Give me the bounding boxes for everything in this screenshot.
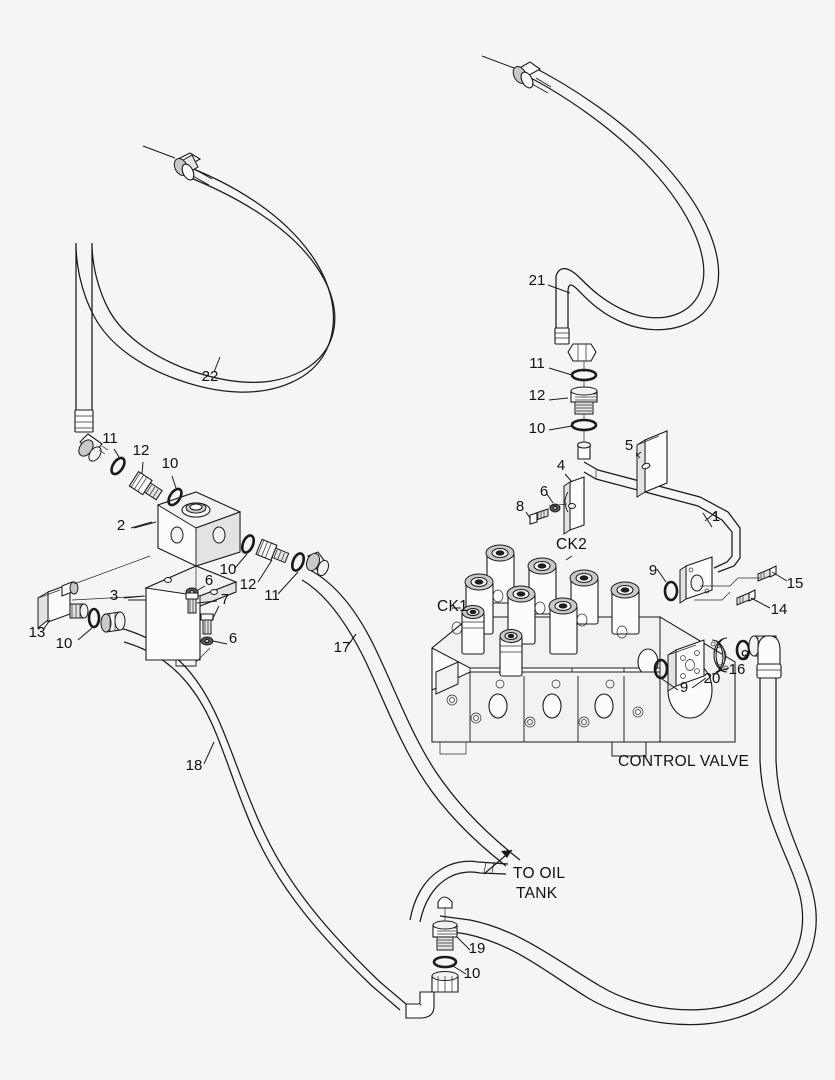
hose-17-nut xyxy=(305,551,330,577)
oil-tank-return xyxy=(405,849,513,1019)
callout-6-c: 6 xyxy=(229,630,237,647)
oring-10-left-b xyxy=(240,534,256,554)
hose-18-nut xyxy=(100,611,126,633)
split-flange-16 xyxy=(710,637,730,675)
callout-16: 16 xyxy=(729,661,746,678)
callout-9-b: 9 xyxy=(680,679,688,696)
tube-1-flange xyxy=(679,556,713,604)
ck1-cartridge xyxy=(461,605,485,655)
callout-19: 19 xyxy=(469,940,486,957)
bolt-7-b xyxy=(200,605,220,635)
callout-6-a: 6 xyxy=(540,483,548,500)
hose-22-lower-ferrule xyxy=(74,409,94,433)
hose-22-nut xyxy=(78,433,109,462)
oring-10-elbow xyxy=(87,607,101,629)
callout-5: 5 xyxy=(625,437,633,454)
callout-9-c: 9 xyxy=(741,647,749,664)
label-ck2: CK2 xyxy=(556,536,587,553)
label-control-valve: CONTROL VALVE xyxy=(618,753,749,770)
callout-20: 20 xyxy=(704,670,721,687)
callout-1: 1 xyxy=(712,508,720,525)
bracket-5 xyxy=(635,430,668,498)
hose-21 xyxy=(481,55,720,345)
oring-9-a xyxy=(663,580,679,602)
washer-6-right xyxy=(546,493,561,513)
bolt-8 xyxy=(525,508,549,525)
tube-1 xyxy=(577,441,741,604)
callout-10-e: 10 xyxy=(464,965,481,982)
oring-11-left xyxy=(110,456,126,476)
callout-13: 13 xyxy=(29,624,46,641)
oring-11-right xyxy=(290,552,306,572)
junction-block-2 xyxy=(133,491,242,567)
callout-2: 2 xyxy=(117,517,125,534)
callout-21: 21 xyxy=(529,272,546,289)
elbow-fitting-right xyxy=(748,635,782,679)
bolt-7-a xyxy=(185,592,218,614)
callout-6-b: 6 xyxy=(205,572,213,589)
elbow-13 xyxy=(37,581,89,631)
callout-14: 14 xyxy=(771,601,788,618)
oring-10-bottom xyxy=(432,955,458,969)
callout-10-b: 10 xyxy=(162,455,179,472)
left-fitting-stack-right xyxy=(234,534,330,595)
hose-22-end-fitting xyxy=(142,145,213,186)
callout-3: 3 xyxy=(110,587,118,604)
to-oil-tank-arrow xyxy=(483,849,513,875)
callout-8: 8 xyxy=(516,498,524,515)
hose-18 xyxy=(119,627,407,1011)
adapter-12 xyxy=(570,386,598,415)
label-to-oil-tank-2: TANK xyxy=(516,885,558,902)
callout-10-a: 10 xyxy=(529,420,546,437)
callout-11-c: 11 xyxy=(264,587,280,604)
callout-leaders xyxy=(123,284,717,765)
callout-10-c: 10 xyxy=(220,561,237,578)
control-valve-body xyxy=(431,544,736,757)
callout-9-a: 9 xyxy=(649,562,657,579)
text-layer: CONTROL VALVE CK1 CK2 TO OIL TANK xyxy=(437,536,749,902)
oring-10-left-a xyxy=(167,487,183,507)
valve-cartridges xyxy=(451,544,640,677)
callout-18: 18 xyxy=(186,757,203,774)
adapter-12-right xyxy=(255,538,290,564)
adapter-12-left xyxy=(128,470,163,501)
elbow-fitting-bottom xyxy=(405,971,459,1019)
callout-10-d: 10 xyxy=(56,635,73,652)
block-20 xyxy=(667,639,707,692)
hose-21-end-fitting xyxy=(481,55,552,94)
callout-17: 17 xyxy=(334,639,351,656)
right-fitting-stack xyxy=(567,343,598,444)
washer-6-b xyxy=(200,636,228,646)
label-ck1: CK1 xyxy=(437,598,468,615)
oring-9-b xyxy=(653,658,669,680)
left-fitting-stack-upper xyxy=(78,433,183,507)
hose-21-lower-ferrule xyxy=(554,327,570,345)
adapter-19 xyxy=(432,920,471,951)
bolt-15 xyxy=(757,565,788,582)
callout-15: 15 xyxy=(787,575,804,592)
callout-11-b: 11 xyxy=(529,355,545,372)
callout-7: 7 xyxy=(221,591,229,608)
clamp-4 xyxy=(563,473,585,535)
label-to-oil-tank-1: TO OIL xyxy=(513,865,565,882)
oring-10-right xyxy=(570,418,598,432)
hose-right-loop xyxy=(439,678,817,1026)
bolt-14 xyxy=(736,589,771,609)
hose-21-hex-nut xyxy=(567,343,597,362)
callout-11-a: 11 xyxy=(102,430,118,447)
callout-12-a: 12 xyxy=(133,442,150,459)
callout-layer: 1 2 3 4 5 6 6 6 7 8 9 9 9 10 10 10 10 10… xyxy=(29,272,804,982)
flange-assembly-right xyxy=(653,565,788,692)
hose-22 xyxy=(74,145,336,433)
callout-12-b: 12 xyxy=(529,387,546,404)
callout-4: 4 xyxy=(557,457,565,474)
callout-12-c: 12 xyxy=(240,576,257,593)
callout-22: 22 xyxy=(202,368,219,385)
fasteners-bracket xyxy=(185,585,228,663)
